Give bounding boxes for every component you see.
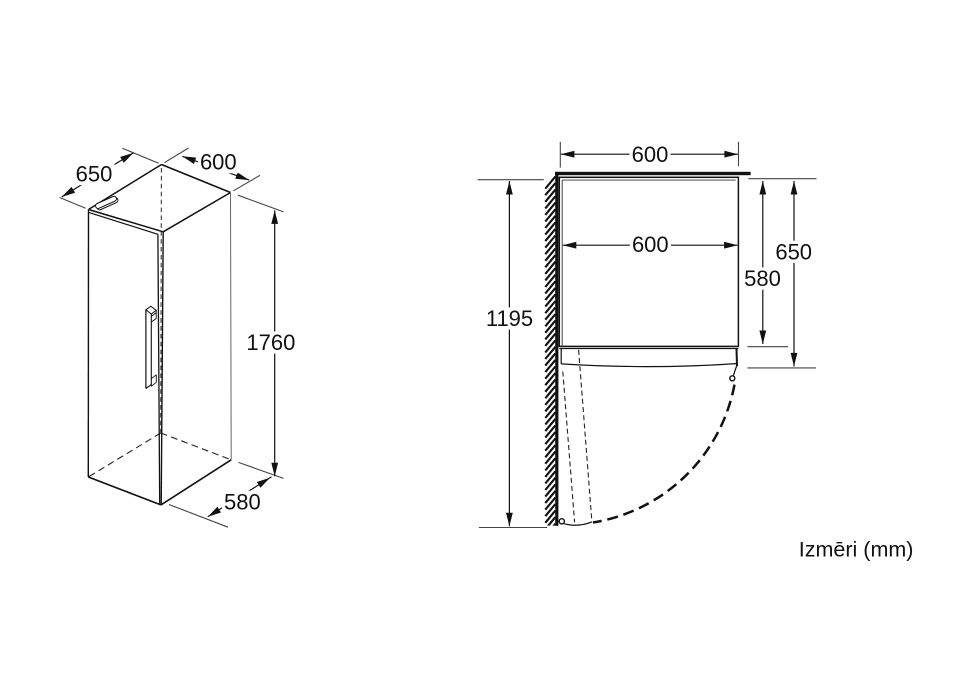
svg-text:580: 580 — [744, 266, 781, 291]
svg-text:650: 650 — [76, 162, 113, 187]
svg-text:650: 650 — [775, 239, 812, 264]
svg-text:600: 600 — [632, 232, 669, 257]
svg-text:Izmēri (mm): Izmēri (mm) — [799, 538, 914, 562]
svg-text:600: 600 — [200, 150, 237, 175]
svg-text:1760: 1760 — [246, 330, 295, 355]
svg-text:600: 600 — [632, 142, 669, 167]
svg-text:1195: 1195 — [486, 306, 533, 331]
svg-text:580: 580 — [224, 489, 261, 514]
